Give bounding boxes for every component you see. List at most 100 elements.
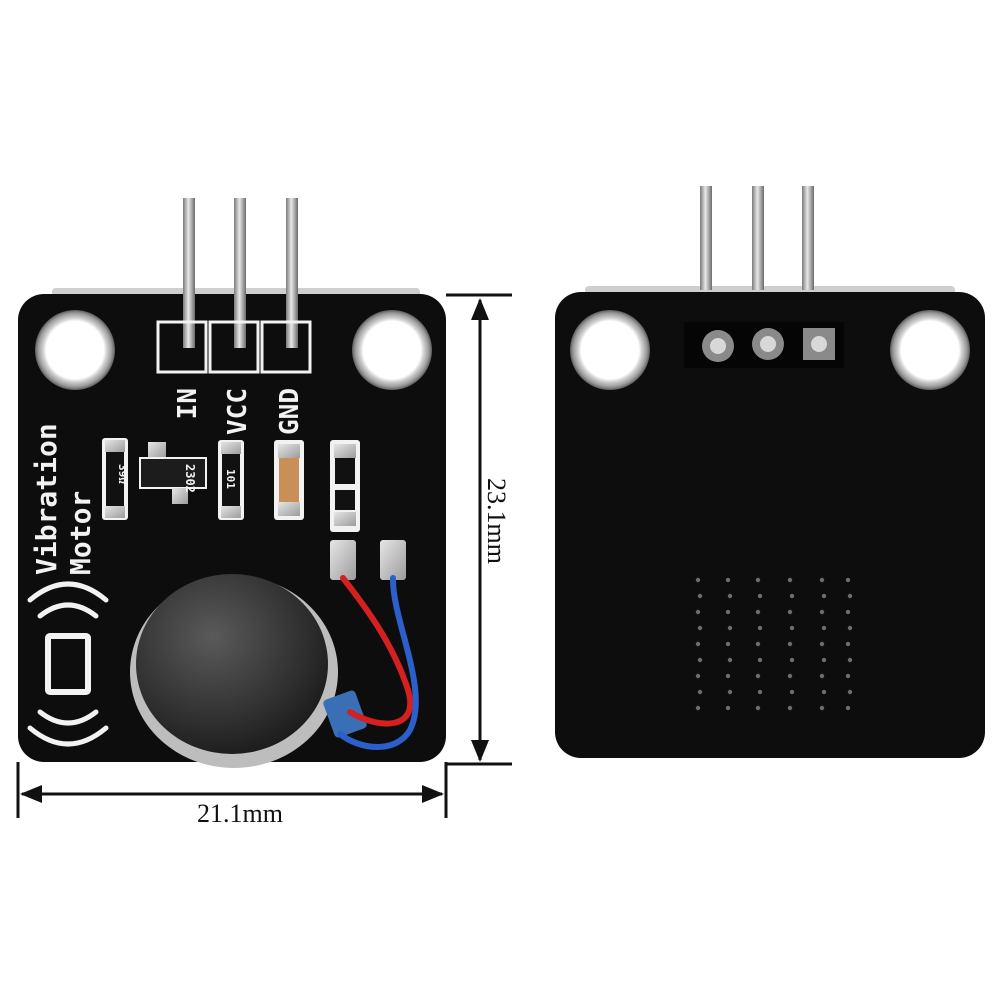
via-dot: [727, 657, 733, 663]
vibration-motor: [130, 574, 367, 768]
via-dot: [725, 673, 731, 679]
via-dot: [755, 641, 761, 647]
arrowhead-right: [422, 785, 444, 803]
via-dot: [695, 705, 701, 711]
pin-vcc: [234, 198, 246, 348]
via-dot: [819, 609, 825, 615]
pin-label-in: IN: [173, 388, 203, 419]
back-board: [555, 186, 985, 758]
back-mounting-hole-left: [570, 310, 650, 390]
header-pins: [156, 198, 312, 374]
via-dot: [821, 689, 827, 695]
via-dot: [755, 673, 761, 679]
back-pin-3: [802, 186, 814, 290]
via-dot: [787, 673, 793, 679]
via-dot: [695, 609, 701, 615]
pin-in: [183, 198, 195, 348]
via-dot: [787, 577, 793, 583]
via-dot: [845, 641, 851, 647]
front-mounting-hole-right: [352, 310, 432, 390]
via-dot: [697, 593, 703, 599]
via-dot: [727, 625, 733, 631]
via-dot: [757, 625, 763, 631]
via-dot: [845, 609, 851, 615]
via-dot: [757, 593, 763, 599]
via-dot: [847, 593, 853, 599]
via-dot: [695, 577, 701, 583]
via-dot: [725, 705, 731, 711]
arrowhead-top: [471, 298, 489, 320]
height-label: 23.1mm: [482, 478, 511, 564]
dimension-height: [446, 293, 512, 766]
via-dot: [845, 673, 851, 679]
via-dot: [787, 641, 793, 647]
via-dot: [787, 705, 793, 711]
via-dot: [819, 673, 825, 679]
board-title-line2: Motor: [64, 491, 97, 575]
arrowhead-bottom: [471, 740, 489, 762]
capacitor-body: [279, 456, 299, 502]
via-dot: [847, 625, 853, 631]
width-label: 21.1mm: [197, 799, 283, 828]
via-dot: [757, 689, 763, 695]
via-dot: [757, 657, 763, 663]
via-dot: [845, 705, 851, 711]
via-dot: [789, 689, 795, 695]
via-dot: [847, 689, 853, 695]
pin-label-vcc: VCC: [223, 388, 253, 435]
pin-outline-vcc: [208, 320, 260, 374]
vibration-icon: [27, 581, 109, 747]
via-dot: [755, 577, 761, 583]
motor-tab: [323, 690, 367, 738]
back-pcb: [555, 292, 985, 758]
via-dot: [819, 641, 825, 647]
resistor-left-body: [106, 450, 124, 508]
via-dot: [755, 609, 761, 615]
motor-pad-minus: [380, 540, 406, 580]
back-via-grid: [695, 577, 853, 711]
via-dot: [695, 673, 701, 679]
via-dot: [789, 657, 795, 663]
via-dot: [821, 593, 827, 599]
via-dot: [697, 689, 703, 695]
motor-face: [136, 574, 328, 754]
via-dot: [697, 657, 703, 663]
arrowhead-left: [20, 785, 42, 803]
via-dot: [789, 593, 795, 599]
motor-pad-plus: [330, 540, 356, 580]
pin-gnd: [286, 198, 298, 348]
via-dot: [821, 625, 827, 631]
via-dot: [755, 705, 761, 711]
front-board: IN VCC GND Vibration Motor 39Ω 2302: [18, 198, 446, 768]
transistor-code: 2302: [183, 464, 197, 493]
via-dot: [819, 577, 825, 583]
smd-components: 39Ω 2302 101: [102, 438, 406, 580]
via-dot: [727, 689, 733, 695]
pin-outline-gnd: [260, 320, 312, 374]
via-dot: [725, 577, 731, 583]
via-dot: [847, 657, 853, 663]
resistor-mid-body: [222, 454, 240, 506]
wire-blue: [337, 575, 419, 750]
via-dot: [821, 657, 827, 663]
via-dot: [789, 625, 795, 631]
front-mounting-hole-left: [35, 310, 115, 390]
wire-red: [340, 575, 414, 727]
via-dot: [787, 609, 793, 615]
pin-outline-in: [156, 320, 208, 374]
back-mounting-hole-right: [890, 310, 970, 390]
resistor-mid-code: 101: [224, 469, 237, 489]
via-dot: [695, 641, 701, 647]
via-dot: [845, 577, 851, 583]
via-dot: [819, 705, 825, 711]
via-dot: [725, 609, 731, 615]
back-pin-2: [752, 186, 764, 290]
via-dot: [697, 625, 703, 631]
pin-label-gnd: GND: [275, 388, 305, 435]
resistor-left-code: 39Ω: [116, 464, 129, 484]
front-pcb: [18, 294, 446, 762]
back-pin-1: [700, 186, 712, 290]
via-dot: [725, 641, 731, 647]
via-dot: [727, 593, 733, 599]
